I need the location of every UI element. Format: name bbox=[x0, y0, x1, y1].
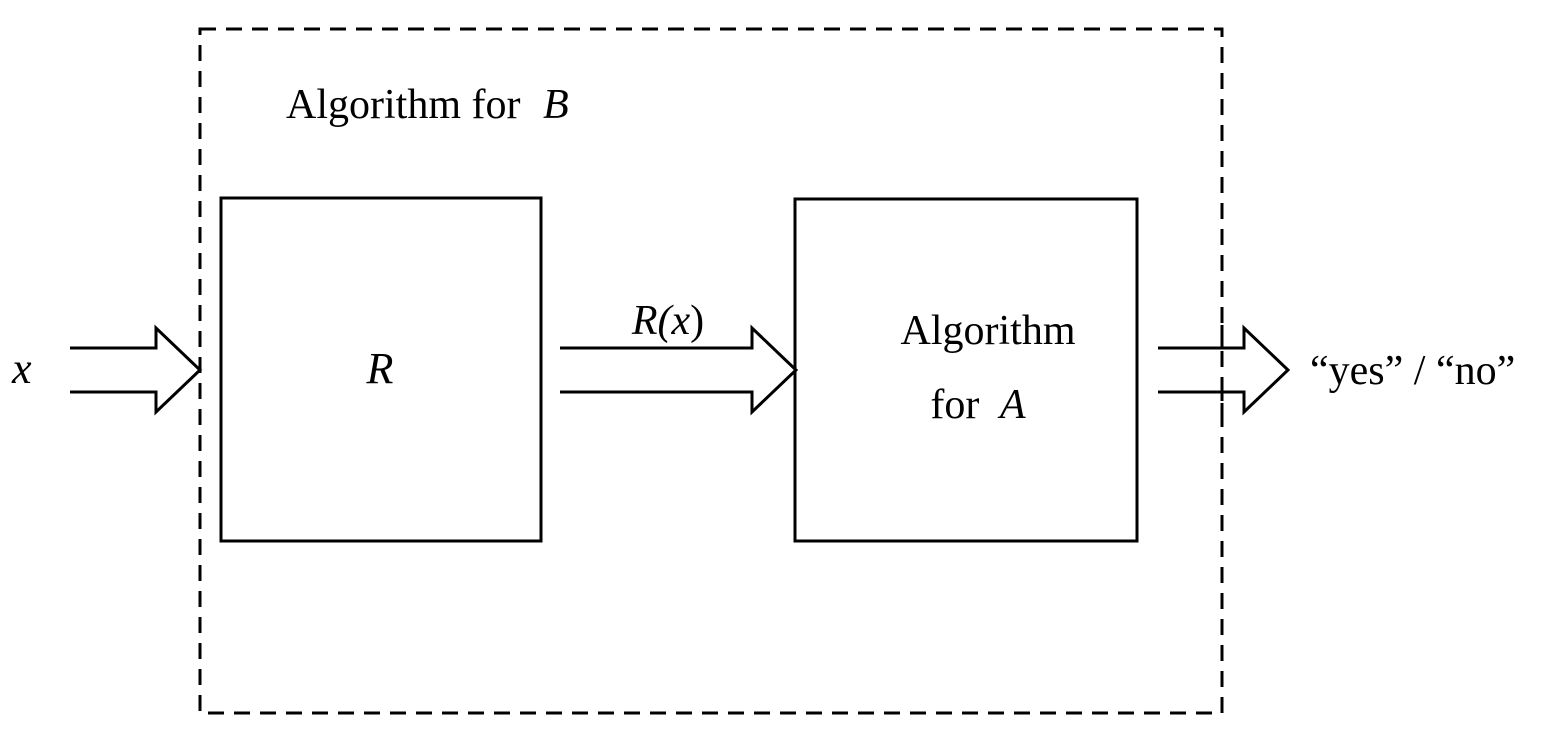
input-arrow bbox=[70, 324, 203, 416]
input-x-label: x bbox=[11, 344, 32, 393]
reduction-box bbox=[219, 196, 543, 543]
output-label: “yes” / “no” bbox=[1310, 348, 1515, 394]
algorithm-a-box bbox=[793, 197, 1139, 543]
reduction-label: R bbox=[366, 344, 394, 393]
algorithm-b-label: Algorithm for B bbox=[286, 82, 569, 128]
algorithm-a-label-line2: for A bbox=[930, 382, 1025, 428]
output-arrow bbox=[1158, 324, 1291, 416]
reduction-output-label: R(x) bbox=[631, 298, 704, 344]
algorithm-a-label-line1: Algorithm bbox=[901, 308, 1076, 354]
